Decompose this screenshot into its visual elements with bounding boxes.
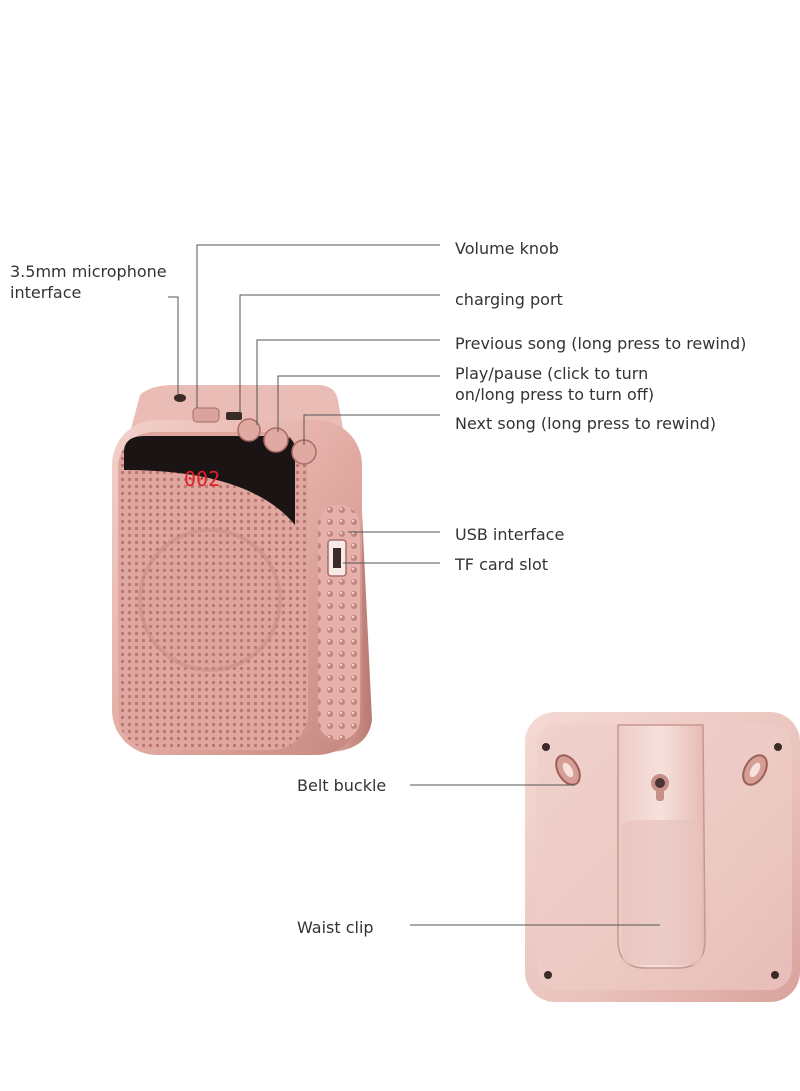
screw [774, 743, 782, 751]
speaker-back-view [525, 712, 800, 1002]
screw [771, 971, 779, 979]
charging-port-hole [226, 412, 242, 420]
mic-jack [174, 394, 186, 402]
label-usb-interface: USB interface [455, 525, 565, 544]
label-tf-card-slot: TF card slot [455, 555, 549, 574]
label-next-song: Next song (long press to rewind) [455, 414, 716, 433]
leader-lines [168, 244, 660, 926]
belt-buckle-left [555, 754, 581, 786]
volume-knob [192, 407, 220, 423]
label-charging-port: charging port [455, 290, 563, 309]
screw [544, 971, 552, 979]
display-readout: 002 [184, 467, 220, 491]
label-play-pause: Play/pause (click to turn on/long press … [455, 364, 655, 404]
led-display [124, 436, 295, 525]
label-belt-buckle: Belt buckle [297, 776, 387, 795]
label-previous-song: Previous song (long press to rewind) [455, 334, 747, 353]
play-button [263, 427, 289, 453]
belt-buckle-right [742, 754, 768, 786]
screw [542, 743, 550, 751]
label-mic-interface: 3.5mm microphone interface [10, 262, 167, 302]
label-volume-knob: Volume knob [455, 239, 559, 258]
label-waist-clip: Waist clip [297, 918, 374, 937]
prev-button [237, 418, 261, 442]
speaker-front-view: 002 [112, 385, 372, 755]
